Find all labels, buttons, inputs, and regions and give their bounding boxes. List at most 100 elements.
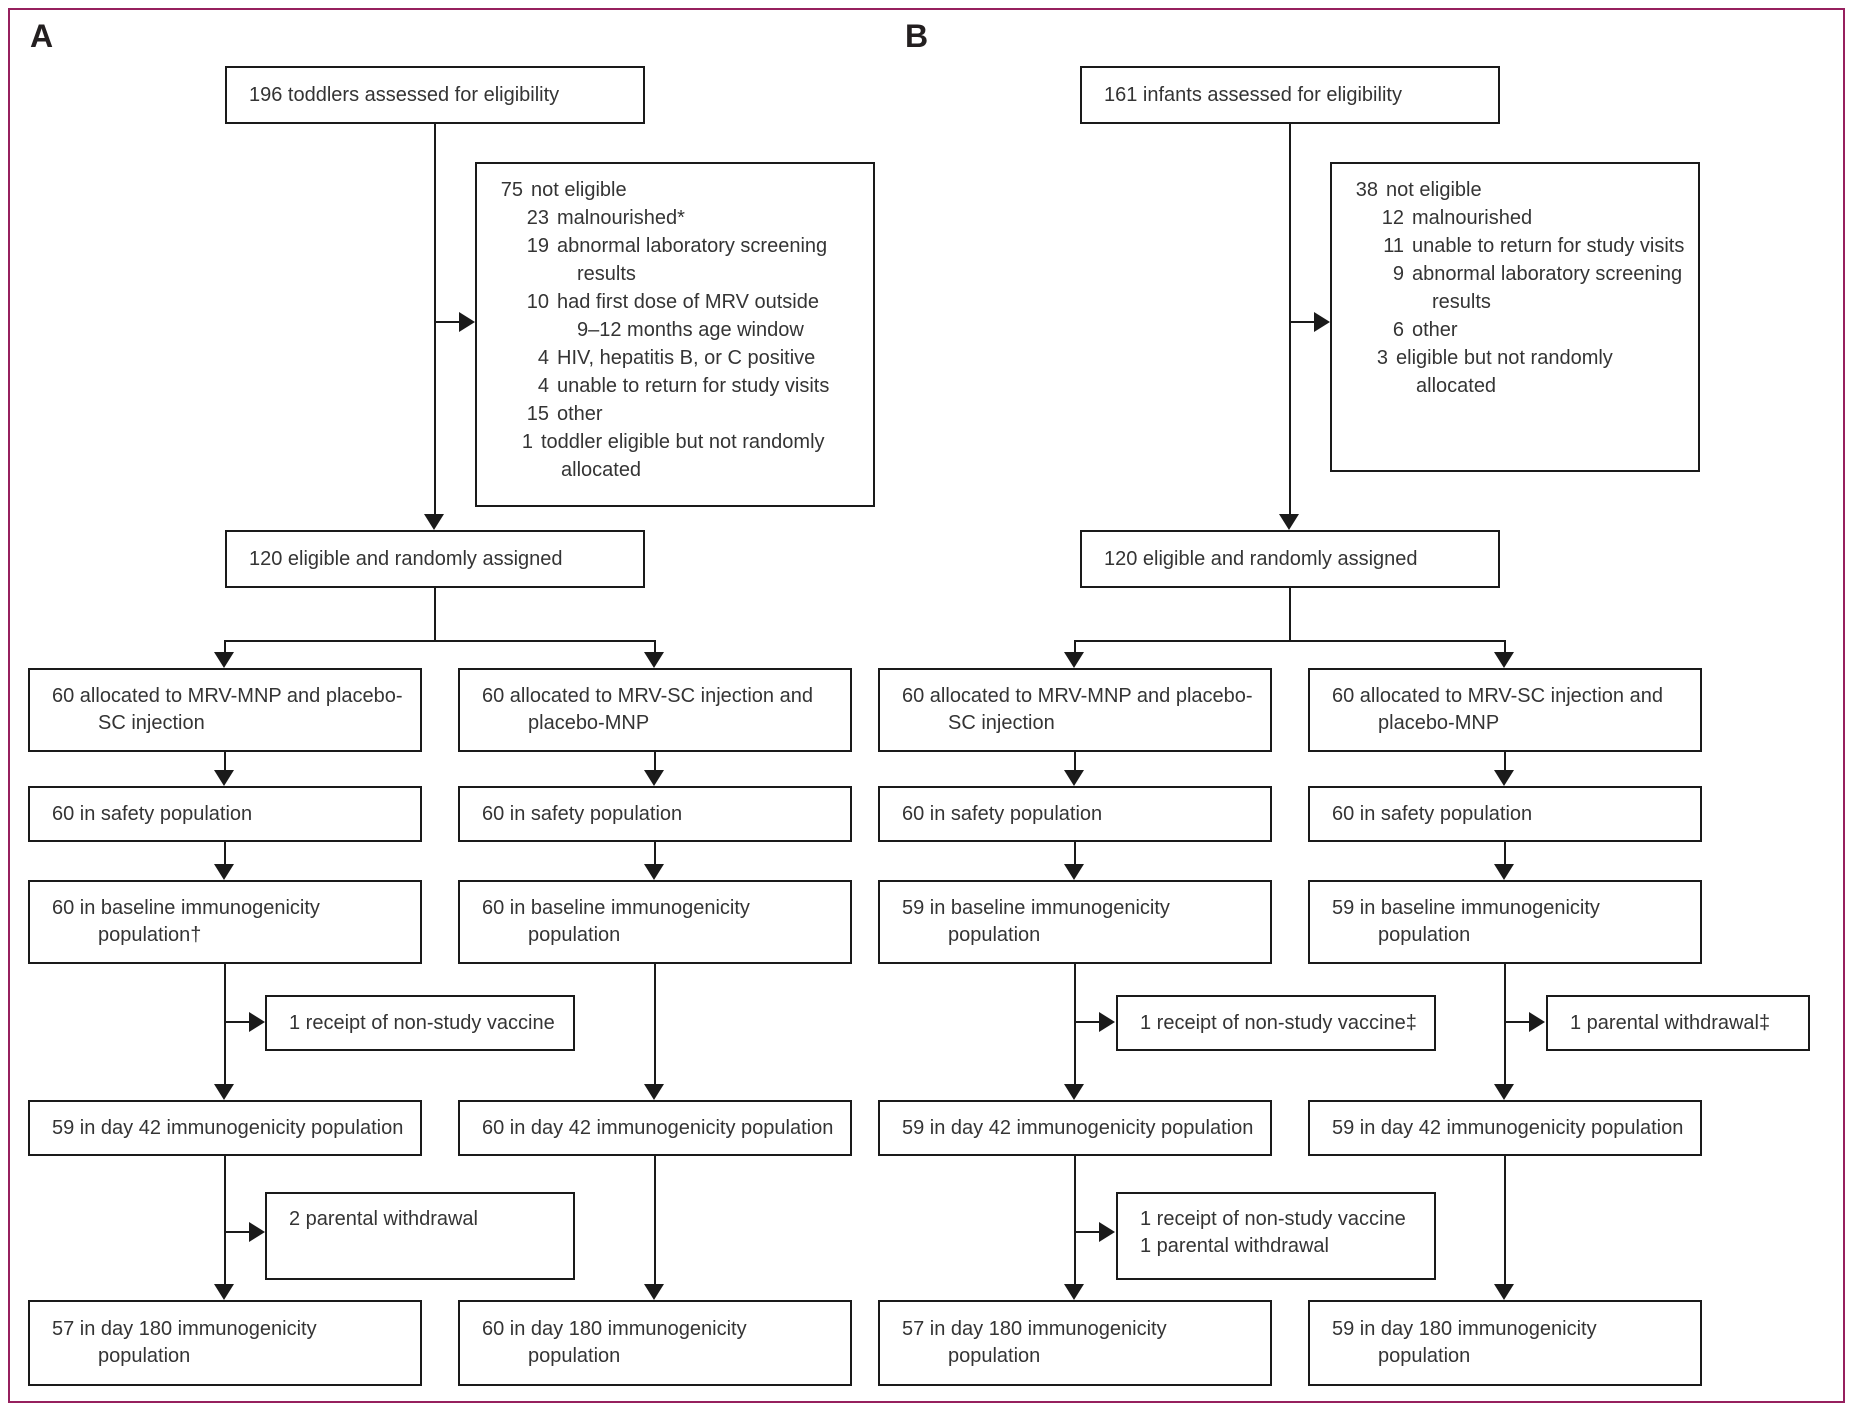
box-text-line: SC injection [948,712,1055,734]
arrowhead-down [1064,1084,1084,1100]
box-text-line: 196 toddlers assessed for eligibility [249,83,560,106]
box-text-line: 60 in safety population [902,802,1103,825]
box-exclusion-receipt-b1: 1 receipt of non-study vaccine‡ [1116,995,1436,1051]
box-text-line: 60 in baseline immunogenicity [52,897,320,919]
box-safety-b2: 60 in safety population [1308,786,1702,842]
box-text-line: 60 in baseline immunogenicity [482,897,750,919]
box-text-line: 1 receipt of non-study vaccine [289,1011,555,1034]
box-text-line: population [528,1345,621,1367]
connector [1504,1156,1506,1286]
arrowhead-right [249,1222,265,1242]
box-text-line: 59 in day 42 immunogenicity population [52,1116,404,1139]
box-text-line: 60 allocated to MRV-SC injection and [1332,685,1663,707]
box-text-line: population [1378,1345,1471,1367]
connector [1074,640,1076,652]
arrowhead-down [1494,1084,1514,1100]
connector [654,752,656,772]
connector [1075,1021,1099,1023]
panel-a-label: A [30,18,54,54]
box-text-line: 1 receipt of non-study vaccine [1140,1208,1406,1230]
arrowhead-down [644,1284,664,1300]
box-day180-b2: 59 in day 180 immunogenicity population [1308,1300,1702,1386]
connector [1504,964,1506,1086]
box-assessed-b: 161 infants assessed for eligibility [1080,66,1500,124]
reason-line: results [1432,291,1491,313]
connector [1290,321,1314,323]
box-text-line: 57 in day 180 immunogenicity [52,1318,317,1340]
connector [1289,588,1291,640]
box-randomized-a: 120 eligible and randomly assigned [225,530,645,588]
panel-b-label: B [905,18,929,54]
box-text-line: 59 in day 180 immunogenicity [1332,1318,1597,1340]
connector [654,640,656,652]
arrowhead-right [1099,1012,1115,1032]
box-safety-a2: 60 in safety population [458,786,852,842]
box-text-line: 1 parental withdrawal [1140,1235,1329,1257]
box-text-line: population [528,924,621,946]
box-text-line: 60 in day 180 immunogenicity [482,1318,747,1340]
arrowhead-down [214,770,234,786]
box-text-line: 1 receipt of non-study vaccine‡ [1140,1011,1417,1034]
connector [224,964,226,1086]
box-text-line: population [948,1345,1041,1367]
box-text-line: 60 in day 42 immunogenicity population [482,1116,834,1139]
box-day42-a2: 60 in day 42 immunogenicity population [458,1100,852,1156]
connector [1504,752,1506,772]
box-safety-a1: 60 in safety population [28,786,422,842]
arrowhead-right [1099,1222,1115,1242]
box-text-line: 59 in day 42 immunogenicity population [1332,1116,1684,1139]
arrowhead-right [249,1012,265,1032]
connector [1505,1021,1529,1023]
box-text-line: placebo-MNP [1378,712,1500,734]
box-exclusion-withdrawal-a1: 2 parental withdrawal [265,1192,575,1280]
connector [1074,1156,1076,1286]
connector [435,321,459,323]
connector [1504,640,1506,652]
box-day42-b2: 59 in day 42 immunogenicity population [1308,1100,1702,1156]
connector [224,640,226,652]
arrowhead-down [214,652,234,668]
box-text-line: placebo-MNP [528,712,650,734]
connector [224,640,656,642]
box-text-line: 120 eligible and randomly assigned [1104,547,1418,570]
box-exclusion-withdrawal-b2: 1 parental withdrawal‡ [1546,995,1810,1051]
reason-line: results [577,263,636,285]
box-text-line: 60 in safety population [482,802,683,825]
box-text-line: 120 eligible and randomly assigned [249,547,563,570]
reason-line: allocated [1416,375,1497,397]
box-safety-b1: 60 in safety population [878,786,1272,842]
box-day42-a1: 59 in day 42 immunogenicity population [28,1100,422,1156]
connector [1075,1231,1099,1233]
box-baseline-a2: 60 in baseline immunogenicity population [458,880,852,964]
box-text-line: population [948,924,1041,946]
reason-line: allocated [561,459,642,481]
arrowhead-down [1279,514,1299,530]
arrowhead-down [1494,770,1514,786]
box-assessed-a: 196 toddlers assessed for eligibility [225,66,645,124]
box-text-line: 60 in safety population [1332,802,1533,825]
box-text-line: 60 allocated to MRV-MNP and placebo- [52,685,403,707]
arrowhead-right [1529,1012,1545,1032]
connector [224,1156,226,1286]
connector [654,964,656,1086]
box-exclusion-receipt-a1: 1 receipt of non-study vaccine [265,995,575,1051]
box-allocated-a1: 60 allocated to MRV-MNP and placebo-SC i… [28,668,422,752]
arrowhead-down [1494,1284,1514,1300]
box-text-line: 59 in day 42 immunogenicity population [902,1116,1254,1139]
